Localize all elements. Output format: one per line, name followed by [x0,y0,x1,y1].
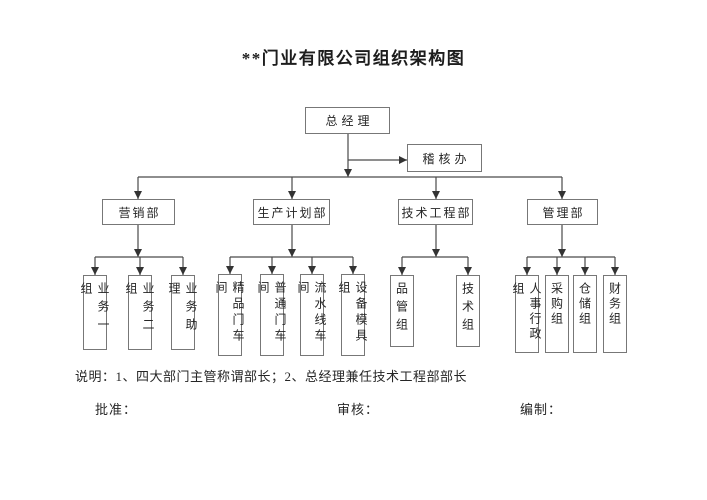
vertical-label: 精品门车间 [214,281,245,345]
page-title: **门业有限公司组织架构图 [241,49,466,68]
review-label: 审核： [337,402,380,417]
vertical-label: 业务助理 [167,282,198,336]
vertical-label: 普通门车间 [256,281,287,345]
box-finance-group: 财务组 [603,275,627,353]
box-equipment-mold-group: 设备模具组 [337,274,368,356]
box-general-manager: 总经理 [305,107,390,134]
box-assembly-line-workshop: 流水线车间 [296,274,327,356]
vertical-label: 财务组 [607,282,622,327]
vertical-label: 品管组 [394,282,409,336]
box-dept-tech-engineering: 技术工程部 [398,199,473,225]
box-premium-door-workshop: 精品门车间 [214,274,245,356]
vertical-label: 采购组 [549,282,564,327]
box-ordinary-door-workshop: 普通门车间 [256,274,287,356]
vertical-label: 人事行政组 [511,282,542,342]
vertical-label: 仓储组 [577,282,592,327]
department-to-group-connectors [134,225,566,257]
approve-label: 批准： [95,402,138,417]
box-business-assistant: 业务助理 [167,275,198,350]
box-dept-production-planning: 生产计划部 [253,199,330,225]
vertical-label: 技术组 [460,282,475,336]
prepare-label: 编制： [520,402,563,417]
notes-text: 说明：1、四大部门主管称谓部长；2、总经理兼任技术工程部部长 [75,369,468,384]
vertical-label: 业务二组 [124,282,155,336]
box-quality-control-group: 品管组 [390,275,414,347]
vertical-label: 设备模具组 [337,281,368,345]
box-business-group-1: 业务一组 [79,275,110,350]
box-hr-admin-group: 人事行政组 [511,275,542,353]
box-purchasing-group: 采购组 [545,275,569,353]
box-dept-marketing: 营销部 [102,199,175,225]
vertical-label: 业务一组 [79,282,110,336]
box-audit-office: 稽核办 [407,144,482,172]
subunit-drop-connectors [91,257,619,275]
department-drop-connectors [134,177,566,199]
box-business-group-2: 业务二组 [124,275,155,350]
box-dept-management: 管理部 [527,199,598,225]
box-technical-group: 技术组 [456,275,480,347]
vertical-label: 流水线车间 [296,281,327,345]
box-warehouse-group: 仓储组 [573,275,597,353]
